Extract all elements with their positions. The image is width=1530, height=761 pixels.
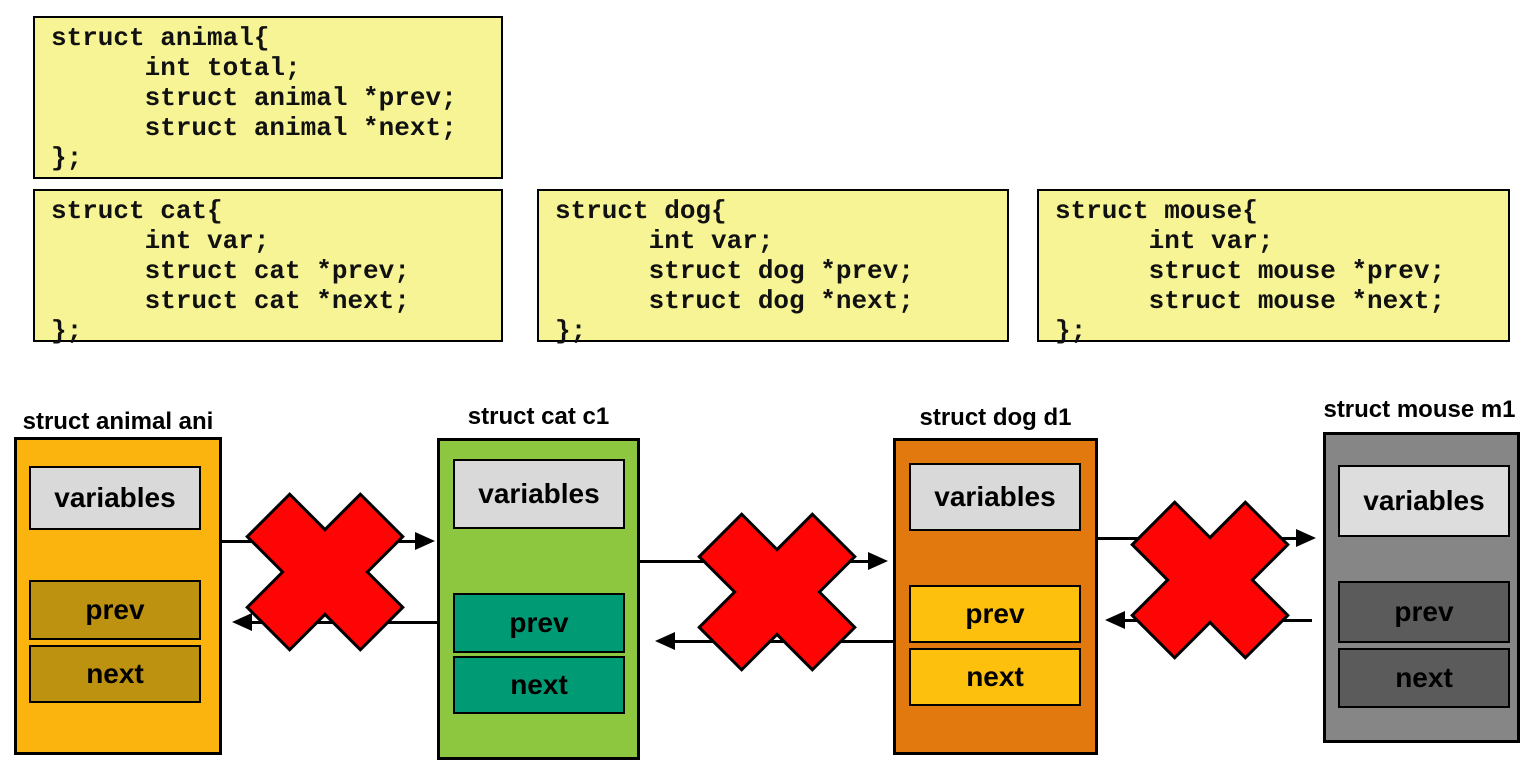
- arrow-head-right-icon: [1296, 529, 1316, 547]
- node-box-cat: variables prev next: [437, 438, 640, 760]
- code-line: int var;: [51, 226, 270, 256]
- code-line: };: [1055, 316, 1087, 346]
- code-line: struct animal *prev;: [51, 83, 457, 113]
- arrow-head-right-icon: [868, 552, 888, 570]
- code-line: struct mouse{: [1055, 196, 1258, 226]
- code-line: };: [555, 316, 587, 346]
- code-line: struct mouse *prev;: [1055, 256, 1446, 286]
- code-box-struct-cat: struct cat{ int var; struct cat *prev; s…: [33, 189, 503, 346]
- node-title-mouse: struct mouse m1: [1323, 396, 1516, 423]
- prev-slot: prev: [453, 593, 625, 653]
- red-x-shape: [1130, 500, 1290, 660]
- node-title-animal: struct animal ani: [22, 408, 214, 435]
- arrow-head-left-icon: [1105, 611, 1125, 629]
- prev-slot: prev: [1338, 581, 1510, 643]
- node-box-animal: variables prev next: [14, 437, 222, 755]
- code-line: struct cat *next;: [51, 286, 410, 316]
- next-slot: next: [29, 645, 201, 703]
- node-title-dog: struct dog d1: [919, 404, 1072, 431]
- code-line: struct animal{: [51, 23, 270, 53]
- variables-slot: variables: [453, 459, 625, 529]
- code-line: struct mouse *next;: [1055, 286, 1446, 316]
- code-line: int total;: [51, 53, 301, 83]
- arrow-head-right-icon: [415, 532, 435, 550]
- red-x-icon: [697, 512, 857, 672]
- prev-slot: prev: [29, 580, 201, 640]
- code-box-struct-dog: struct dog{ int var; struct dog *prev; s…: [537, 189, 1009, 346]
- code-line: struct dog{: [555, 196, 727, 226]
- red-x-shape: [245, 492, 405, 652]
- red-x-icon: [245, 492, 405, 652]
- node-box-dog: variables prev next: [893, 438, 1098, 755]
- code-line: };: [51, 143, 83, 173]
- variables-slot: variables: [909, 463, 1081, 531]
- arrow-head-left-icon: [655, 632, 675, 650]
- red-x-shape: [697, 512, 857, 672]
- prev-slot: prev: [909, 585, 1081, 643]
- next-slot: next: [1338, 648, 1510, 708]
- code-line: };: [51, 316, 83, 346]
- code-line: struct cat *prev;: [51, 256, 410, 286]
- node-title-cat: struct cat c1: [467, 403, 610, 430]
- node-box-mouse: variables prev next: [1323, 432, 1520, 743]
- code-box-struct-animal: struct animal{ int total; struct animal …: [33, 16, 503, 179]
- code-box-struct-mouse: struct mouse{ int var; struct mouse *pre…: [1037, 189, 1510, 346]
- code-line: struct dog *prev;: [555, 256, 914, 286]
- red-x-icon: [1130, 500, 1290, 660]
- code-line: struct cat{: [51, 196, 223, 226]
- arrow-head-left-icon: [232, 613, 252, 631]
- next-slot: next: [453, 656, 625, 714]
- next-slot: next: [909, 648, 1081, 706]
- variables-slot: variables: [1338, 465, 1510, 537]
- code-line: int var;: [555, 226, 774, 256]
- code-line: struct dog *next;: [555, 286, 914, 316]
- code-line: int var;: [1055, 226, 1274, 256]
- variables-slot: variables: [29, 466, 201, 530]
- code-line: struct animal *next;: [51, 113, 457, 143]
